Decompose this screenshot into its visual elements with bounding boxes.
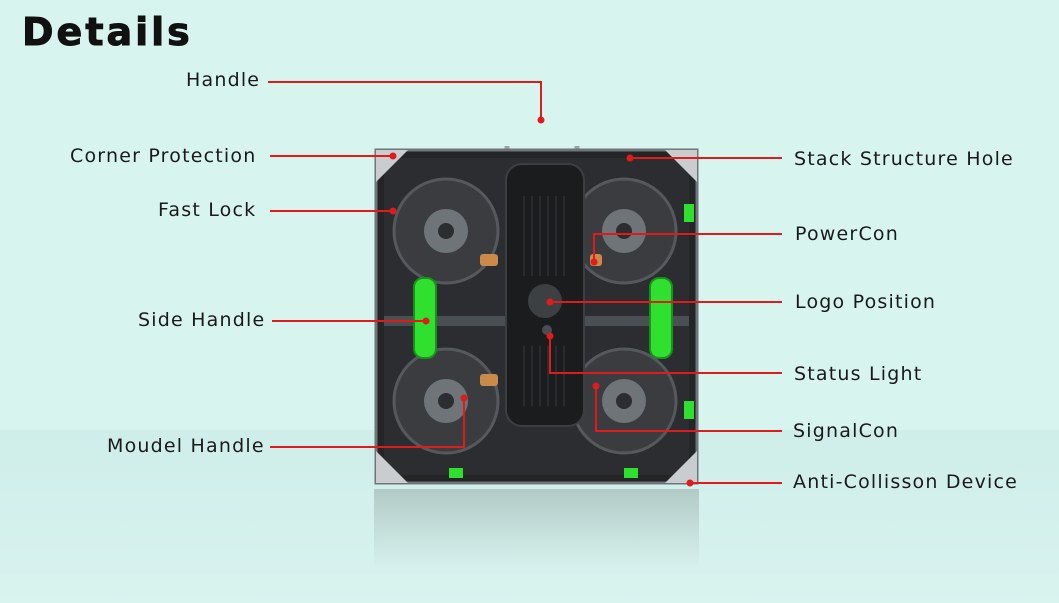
dot-stack-structure-hole — [626, 154, 634, 162]
dot-anti-collisson-device — [686, 479, 694, 487]
label-fast-lock: Fast Lock — [158, 199, 257, 221]
dot-moudel-handle — [460, 394, 468, 402]
right-side-handle — [649, 277, 673, 359]
label-logo-position: Logo Position — [795, 291, 937, 313]
leader-status-light — [549, 336, 782, 374]
dot-handle — [537, 116, 545, 124]
dot-fast-lock — [389, 207, 397, 215]
leader-moudel-handle — [270, 398, 465, 448]
cabinet-reflection — [374, 489, 699, 569]
dot-status-light — [546, 332, 554, 340]
leader-powercon — [593, 233, 782, 262]
dot-signalcon — [592, 382, 600, 390]
label-side-handle: Side Handle — [138, 309, 266, 331]
leader-handle — [268, 81, 542, 120]
label-corner-protection: Corner Protection — [70, 145, 257, 167]
dot-corner-protection — [389, 152, 397, 160]
label-handle: Handle — [186, 69, 261, 91]
status-light-dot — [542, 325, 552, 335]
label-status-light: Status Light — [794, 363, 923, 385]
dot-powercon — [590, 258, 598, 266]
label-signalcon: SignalCon — [793, 420, 900, 442]
label-moudel-handle: Moudel Handle — [107, 435, 265, 457]
led-cabinet-image — [374, 146, 699, 485]
leader-signalcon — [595, 386, 782, 432]
dot-logo-position — [546, 298, 554, 306]
dot-side-handle — [422, 317, 430, 325]
label-powercon: PowerCon — [795, 223, 899, 245]
logo-disc — [528, 284, 562, 318]
page-title: Details — [22, 10, 193, 55]
label-anti-collisson-device: Anti-Collisson Device — [793, 471, 1019, 493]
label-stack-structure-hole: Stack Structure Hole — [794, 148, 1014, 170]
